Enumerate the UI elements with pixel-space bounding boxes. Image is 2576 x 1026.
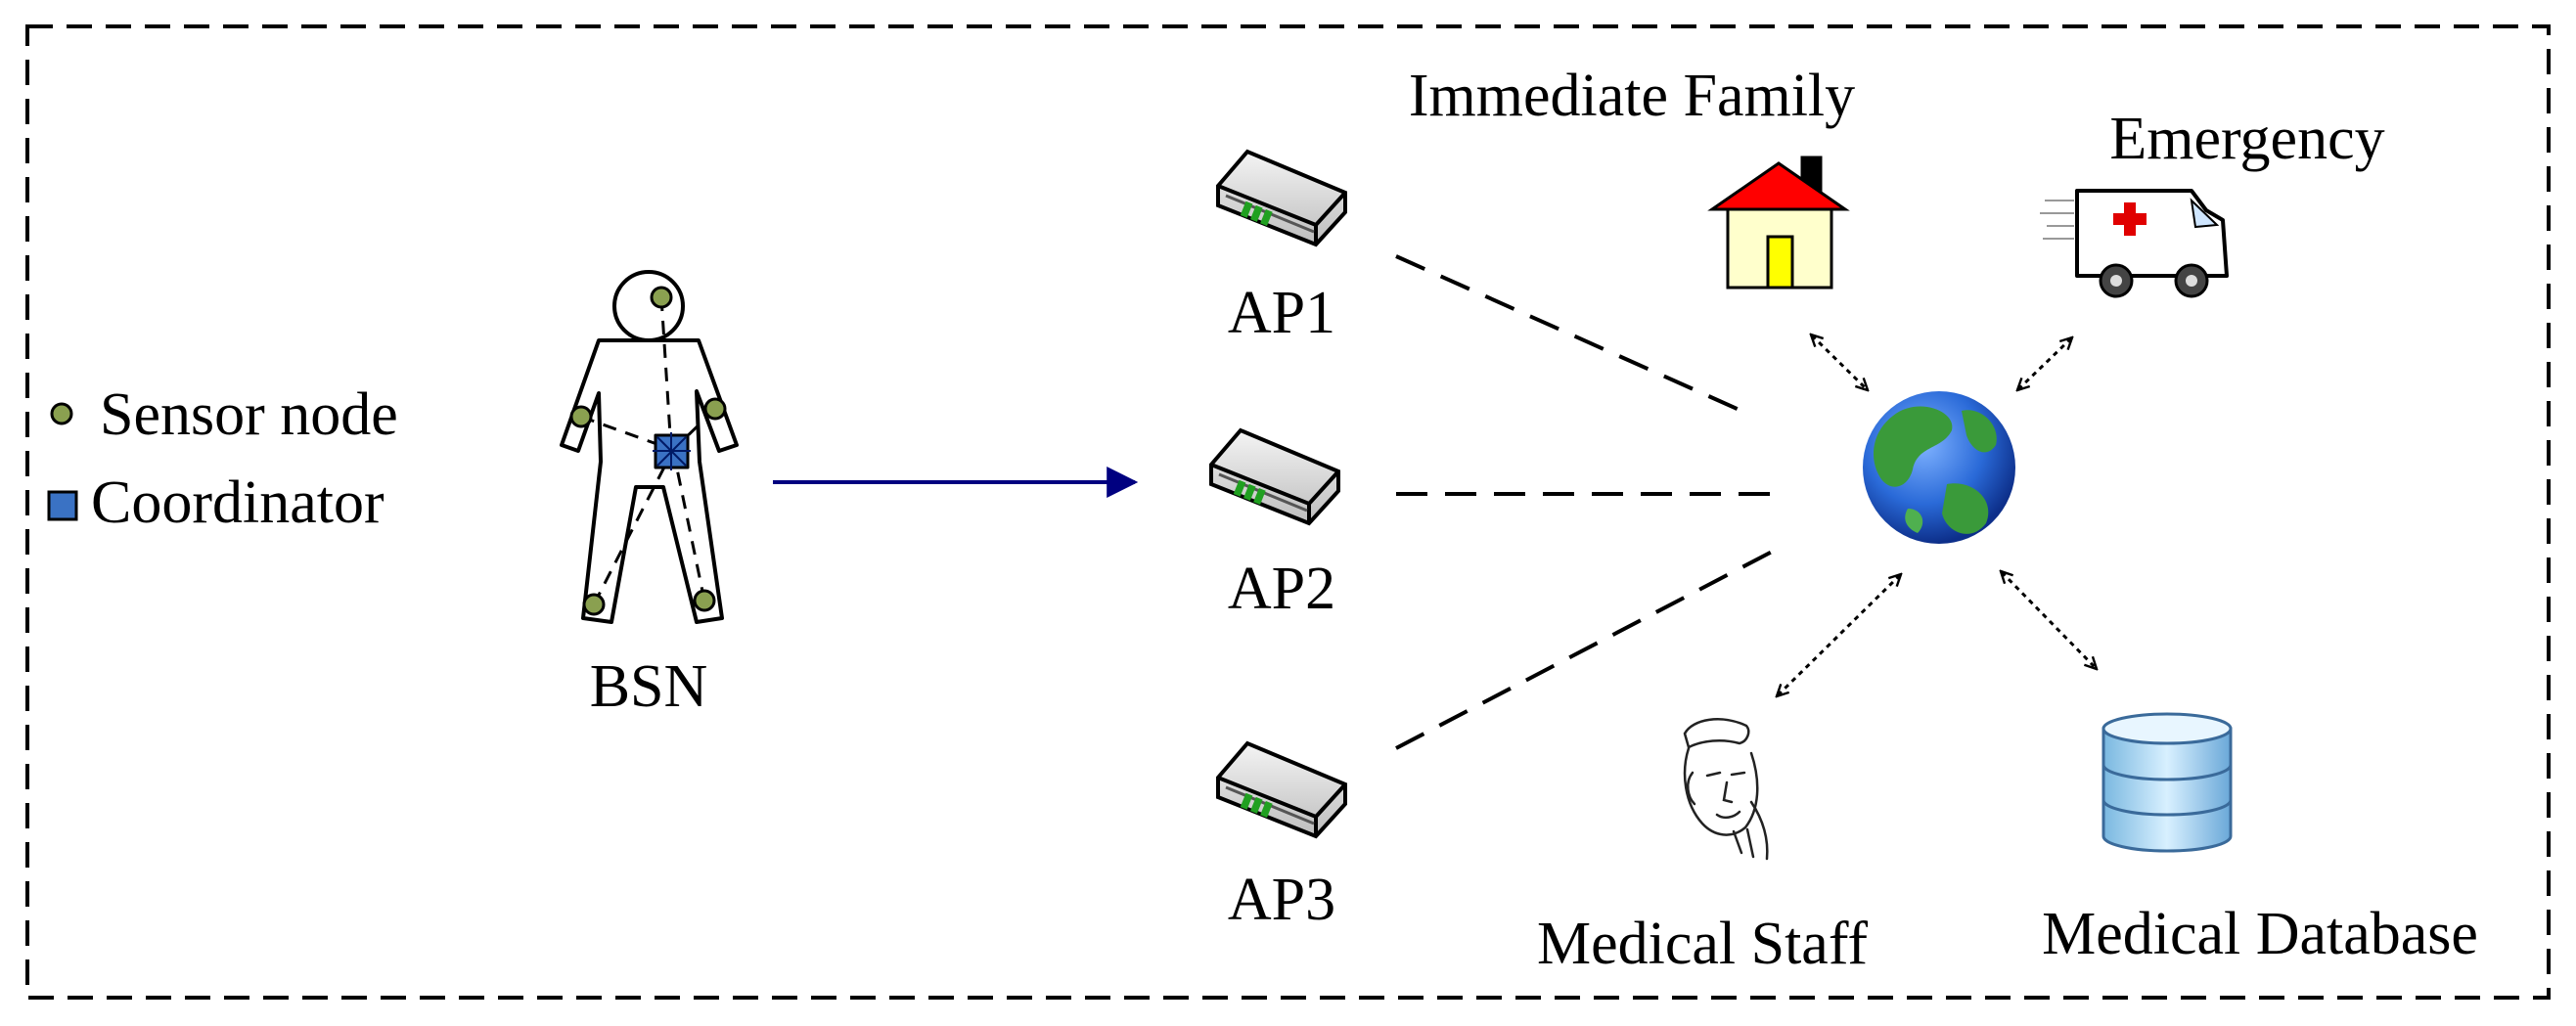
bsn-label: BSN (590, 653, 708, 720)
sensor-node-left-arm (569, 405, 593, 428)
ap3-icon: ▮▮▮ (1216, 740, 1347, 839)
ap-links (1395, 254, 1777, 750)
house-icon (1707, 156, 1850, 290)
figure-head (612, 270, 685, 342)
figure-body-outline (560, 338, 739, 624)
database-icon (2101, 712, 2233, 853)
sensor-node-right-leg (693, 589, 716, 612)
coordinator-legend-label: Coordinator (91, 469, 384, 536)
two-way-links (1778, 335, 2096, 695)
outer-frame (25, 24, 2551, 1000)
coordinator-legend-icon (47, 490, 78, 521)
sensor-node-right-arm (703, 397, 727, 421)
sensor-node-left-leg (582, 593, 606, 616)
nurse-icon (1683, 718, 1769, 861)
emergency-label: Emergency (2109, 106, 2384, 172)
sensor-node-legend-label: Sensor node (100, 381, 398, 448)
ap3-label: AP3 (1228, 867, 1335, 933)
ap2-label: AP2 (1228, 556, 1335, 622)
medical-staff-label: Medical Staff (1537, 911, 1868, 977)
ap2-icon: ▮▮▮ (1209, 427, 1340, 526)
legend: Sensor node Coordinator (47, 381, 398, 536)
ambulance-icon (2040, 189, 2229, 298)
medical-database-label: Medical Database (2042, 901, 2478, 967)
globe-icon (1863, 391, 2015, 544)
sensor-node-legend-icon (50, 402, 73, 425)
sensor-node-head (650, 286, 673, 309)
immediate-family-label: Immediate Family (1409, 63, 1855, 129)
bsn-figure (560, 270, 739, 624)
ap1-label: AP1 (1228, 280, 1335, 346)
ap1-icon: ▮▮▮ (1216, 149, 1347, 247)
